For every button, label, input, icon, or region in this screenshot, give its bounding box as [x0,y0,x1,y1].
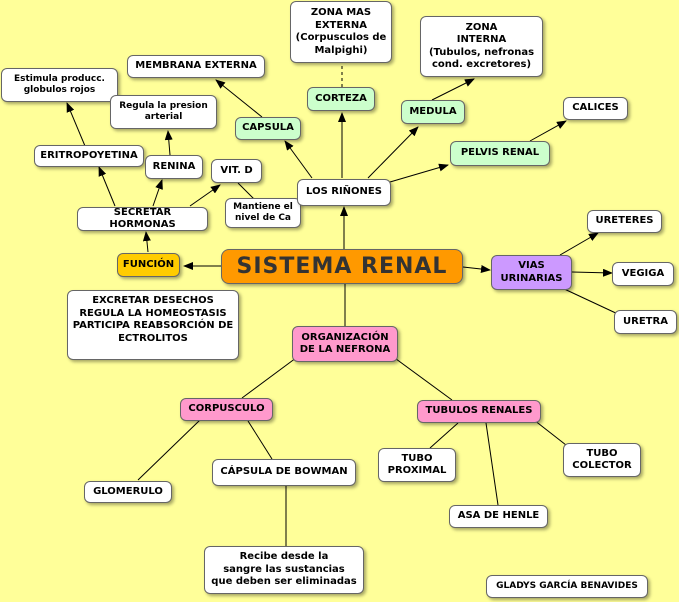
node-tubo-proximal[interactable]: TUBO PROXIMAL [378,448,456,482]
link-renina-regula [164,130,173,156]
link-vitd-mantiene [237,182,255,200]
link-medula-zona [431,78,475,101]
node-tubulos-renales[interactable]: TUBULOS RENALES [417,400,541,423]
node-asa-henle[interactable]: ASA DE HENLE [449,505,548,528]
link-rinones-pelvis [389,163,449,183]
node-corteza[interactable]: CORTEZA [307,87,375,111]
node-funciones-texto[interactable]: EXCRETAR DESECHOS REGULA LA HOMEOSTASIS … [67,290,239,360]
link-pelvis-calices [529,120,567,142]
node-los-rinones[interactable]: LOS RIÑONES [297,179,391,206]
node-zona-interna[interactable]: ZONA INTERNA (Tubulos, nefronas cond. ex… [420,16,543,77]
link-vias-vegiga [571,268,613,277]
link-corpusculo-glomerulo [137,419,201,481]
node-capsula[interactable]: CAPSULA [235,117,301,140]
central-title[interactable]: SISTEMA RENAL [221,249,463,284]
node-vias-urinarias[interactable]: VIAS URINARIAS [491,255,572,290]
node-secretar-hormonas[interactable]: SECRETAR HORMONAS [77,207,208,231]
node-eritropoyetina[interactable]: ERITROPOYETINA [34,145,144,167]
node-corpusculo[interactable]: CORPUSCULO [180,398,273,421]
author-credit: GLADYS GARCÍA BENAVIDES [486,575,648,598]
link-secretar-eritro [98,166,116,207]
link-sistema-vias [462,265,491,273]
link-organizacion-corpusculo [241,354,301,399]
node-capsula-bowman[interactable]: CÁPSULA DE BOWMAN [212,459,356,486]
node-calices[interactable]: CALICES [563,97,628,120]
node-organizacion-nefrona[interactable]: ORGANIZACIÓN DE LA NEFRONA [292,326,398,362]
node-mantiene-ca[interactable]: Mantiene el nivel de Ca [225,198,301,228]
node-glomerulo[interactable]: GLOMERULO [84,481,172,503]
link-tubulos-asa [485,422,499,506]
node-regula-presion[interactable]: Regula la presion arterial [110,95,217,129]
node-funcion[interactable]: FUNCIÓN [117,253,180,277]
link-secretar-renina [152,179,163,207]
link-capsula-membrana [215,79,263,118]
node-recibe[interactable]: Recibe desde la sangre las sustancias qu… [204,546,364,594]
node-vegiga[interactable]: VEGIGA [612,262,674,286]
node-pelvis-renal[interactable]: PELVIS RENAL [450,141,550,166]
link-tubulos-proximal [429,422,459,449]
node-zona-mas-externa[interactable]: ZONA MAS EXTERNA (Corpusculos de Malpigh… [290,1,392,63]
link-secretar-vitd [189,184,221,207]
node-estimula[interactable]: Estimula producc. globulos rojos [1,68,118,102]
link-vias-uretra [559,286,621,316]
node-renina[interactable]: RENINA [145,155,203,179]
node-tubo-colector[interactable]: TUBO COLECTOR [563,443,641,477]
node-medula[interactable]: MEDULA [401,100,465,124]
node-membrana-externa[interactable]: MEMBRANA EXTERNA [127,55,265,78]
link-vias-ureteres [559,232,599,256]
link-eritro-estimula [66,102,86,147]
node-uretra[interactable]: URETRA [614,310,677,334]
link-rinones-medula [367,126,419,179]
link-rinones-capsula [284,140,313,179]
node-ureteres[interactable]: URETERES [587,210,662,233]
link-funcion-secretar [142,231,151,253]
link-corpusculo-bowman [247,420,273,460]
link-organizacion-tubulos [391,355,453,401]
link-tubulos-colector [533,419,567,446]
node-vit-d[interactable]: VIT. D [211,159,262,183]
